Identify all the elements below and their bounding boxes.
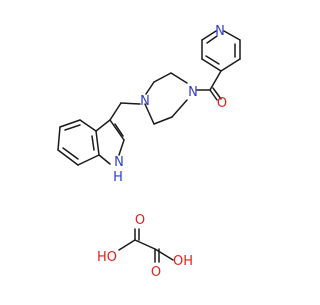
- structure-canvas: N O N N N H HO O O OH: [57, 24, 241, 280]
- pyridine-nitrogen-label: N: [215, 24, 225, 39]
- piperazine-n4-label: N: [140, 94, 150, 109]
- molecule-diagram: N O N N N H HO O O OH: [57, 24, 241, 280]
- oxalic-oxygen-bottom-label: O: [151, 265, 161, 280]
- carbonyl-oxygen-label: O: [217, 96, 227, 111]
- oxalic-acid: [118, 228, 174, 263]
- carbonyl-group: [196, 70, 222, 101]
- piperazine-ring: [144, 72, 188, 125]
- indole-pyrrole-ring: [95, 119, 125, 165]
- oxalic-hydroxyl-left-label: HO: [97, 250, 117, 265]
- indole-hydrogen-label: H: [113, 170, 123, 185]
- indole-nitrogen-label: N: [114, 155, 124, 170]
- indole-benzene-ring: [57, 119, 100, 166]
- atom-labels: N O N N N H HO O O OH: [97, 24, 227, 280]
- pyridine-ring: [201, 30, 241, 72]
- methylene-linker: [109, 102, 141, 121]
- oxalic-hydroxyl-right-label: OH: [173, 254, 193, 269]
- oxalic-oxygen-top-label: O: [135, 213, 145, 228]
- piperazine-n1-label: N: [188, 85, 198, 100]
